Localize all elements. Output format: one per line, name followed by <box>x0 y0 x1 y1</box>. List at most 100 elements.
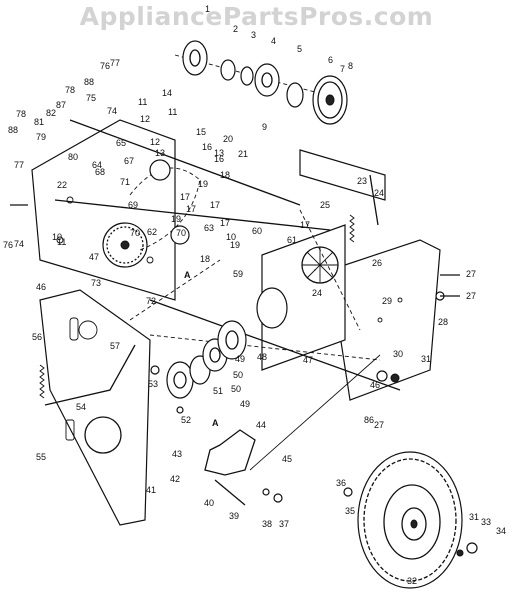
callout-label: 77 <box>14 160 24 170</box>
callout-label: 17 <box>210 200 220 210</box>
callout-label: 24 <box>374 188 384 198</box>
callout-label: 47 <box>89 252 99 262</box>
callout-label: 12 <box>150 137 160 147</box>
callout-label: 22 <box>57 180 67 190</box>
callout-label: 27 <box>466 291 476 301</box>
callout-label: 59 <box>233 269 243 279</box>
callout-label: 48 <box>257 352 267 362</box>
callout-label: 35 <box>345 506 355 516</box>
callout-label: 30 <box>393 349 403 359</box>
callout-label: 80 <box>68 152 78 162</box>
bracket-assembly-a <box>204 354 381 506</box>
callout-label: 11 <box>168 107 177 117</box>
callout-label: 81 <box>34 117 44 127</box>
callout-label: 79 <box>36 132 46 142</box>
callout-label: 5 <box>297 44 302 54</box>
drive-shaft-middle <box>54 199 331 231</box>
callout-label: 53 <box>148 379 158 389</box>
callout-label: 19 <box>171 214 181 224</box>
center-frame-plate <box>261 224 346 371</box>
callout-label: 61 <box>287 235 297 245</box>
callout-label: 46 <box>370 380 380 390</box>
callout-label: 20 <box>223 134 233 144</box>
callout-label: 64 <box>92 160 102 170</box>
sprocket-73 <box>102 222 148 268</box>
callout-label: 17 <box>220 218 230 228</box>
callout-label: 47 <box>303 355 313 365</box>
callout-label: 78 <box>16 109 26 119</box>
callout-label: 76 <box>3 240 13 250</box>
callout-label: 51 <box>213 386 223 396</box>
callout-label: 15 <box>196 127 206 137</box>
callout-label: 27 <box>374 420 384 430</box>
callout-label: A <box>184 270 191 280</box>
callout-label: 49 <box>240 399 250 409</box>
callout-label: 9 <box>262 122 267 132</box>
callout-label: 38 <box>262 519 272 529</box>
callout-label: 6 <box>328 55 333 65</box>
callout-label: 2 <box>233 24 238 34</box>
callout-label: 88 <box>84 77 94 87</box>
callout-label: 18 <box>200 254 210 264</box>
callout-label: 17 <box>186 204 196 214</box>
callout-label: 17 <box>300 220 310 230</box>
callout-label: 14 <box>162 88 172 98</box>
callout-label: 18 <box>220 170 230 180</box>
callout-label: 16 <box>202 142 212 152</box>
callout-label: 32 <box>407 576 417 586</box>
tire-wheel-35 <box>357 451 463 589</box>
callout-label: 11 <box>57 237 66 247</box>
left-side-plate <box>31 119 176 301</box>
watermark: AppliancePartsPros.com <box>79 2 434 31</box>
callout-label: 10 <box>226 232 236 242</box>
callout-label: 50 <box>231 384 241 394</box>
callout-label: 31 <box>421 354 431 364</box>
callout-label: 82 <box>46 108 56 118</box>
top-bracket <box>299 149 386 201</box>
callout-label: 10 <box>52 232 62 242</box>
callout-label: 13 <box>214 148 224 158</box>
hardware-bolts <box>10 204 478 557</box>
callout-label: 76 <box>100 61 110 71</box>
callout-label: A <box>212 418 219 428</box>
callout-label: 23 <box>357 176 367 186</box>
axle <box>149 299 401 391</box>
callout-label: 17 <box>180 192 190 202</box>
spring-26 <box>349 214 355 243</box>
callout-label: 3 <box>251 30 256 40</box>
callout-label: 31 <box>469 512 479 522</box>
callout-label: 36 <box>336 478 346 488</box>
drive-chain <box>129 159 201 251</box>
callout-label: 26 <box>372 258 382 268</box>
callout-label: 77 <box>110 58 120 68</box>
lower-pulley-stack <box>166 287 288 399</box>
callout-label: 25 <box>320 200 330 210</box>
callout-label: 68 <box>95 167 105 177</box>
callout-label: 75 <box>86 93 96 103</box>
callout-label: 4 <box>271 36 276 46</box>
callout-label: 70 <box>130 228 140 238</box>
callout-label: 28 <box>438 317 448 327</box>
callout-label: 50 <box>233 370 243 380</box>
callout-label: 60 <box>252 226 262 236</box>
callout-label: 43 <box>172 449 182 459</box>
callout-label: 33 <box>481 517 491 527</box>
callout-label: 13 <box>155 148 165 158</box>
callout-label: 87 <box>56 100 66 110</box>
callout-label: 42 <box>170 474 180 484</box>
callout-label: 52 <box>181 415 191 425</box>
callout-label: 72 <box>146 296 156 306</box>
callout-label: 19 <box>198 179 208 189</box>
callout-label: 12 <box>140 114 150 124</box>
callout-label: 65 <box>116 138 126 148</box>
callout-label: 34 <box>496 526 506 536</box>
callout-label: 7 <box>340 64 345 74</box>
callout-label: 49 <box>235 354 245 364</box>
callout-label: 73 <box>91 278 101 288</box>
callout-label: 46 <box>36 282 46 292</box>
lower-left-housing-plate <box>39 259 221 526</box>
callout-label: 40 <box>204 498 214 508</box>
top-pulley-assembly <box>182 40 348 125</box>
